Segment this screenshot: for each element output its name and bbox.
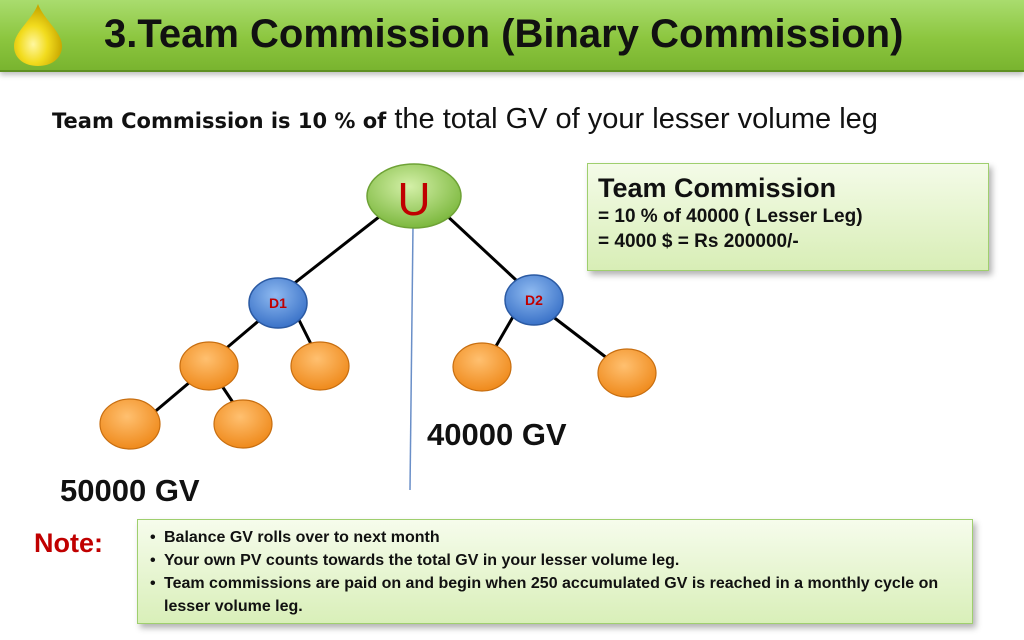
commission-box-title: Team Commission <box>598 173 837 203</box>
edge-u-d2 <box>442 211 532 295</box>
commission-line-amount: = 4000 $ = Rs 200000/- <box>598 231 799 252</box>
page-title: 3.Team Commission (Binary Commission) <box>104 12 904 56</box>
note-item: Balance GV rolls over to next month <box>150 526 960 549</box>
leaf-node <box>213 399 273 449</box>
title-bar: 3.Team Commission (Binary Commission) <box>0 0 1024 72</box>
root-node <box>366 163 462 229</box>
leg-divider-line <box>409 225 414 491</box>
node-d1-label: D1 <box>269 295 287 311</box>
left-leg-volume: 50000 GV <box>60 473 200 508</box>
intro-text: Team Commission is 10 % of the total GV … <box>52 100 952 140</box>
note-item: Team commissions are paid on and begin w… <box>150 572 960 618</box>
leaf-node <box>452 342 512 392</box>
node-d2-label: D2 <box>525 292 543 308</box>
node-d2 <box>504 274 564 326</box>
note-list: Balance GV rolls over to next month Your… <box>150 526 960 618</box>
commission-calculation-box: Team Commission = 10 % of 40000 ( Lesser… <box>587 163 989 271</box>
leaf-node <box>597 348 657 398</box>
leaf-node <box>179 341 239 391</box>
oil-drop-icon <box>14 4 62 66</box>
note-box: Balance GV rolls over to next month Your… <box>137 519 973 624</box>
node-d1 <box>248 277 308 329</box>
edge-u-d1 <box>277 211 385 298</box>
root-node-label: U <box>397 173 430 225</box>
commission-line-percent: = 10 % of 40000 ( Lesser Leg) <box>598 206 863 227</box>
right-leg-volume: 40000 GV <box>427 417 567 452</box>
leaf-node <box>99 398 161 450</box>
note-item: Your own PV counts towards the total GV … <box>150 549 960 572</box>
intro-lead: Team Commission is 10 % of <box>52 109 387 133</box>
note-label: Note: <box>34 528 103 558</box>
intro-rest: the total GV of your lesser volume leg <box>386 103 878 135</box>
leaf-node <box>290 341 350 391</box>
